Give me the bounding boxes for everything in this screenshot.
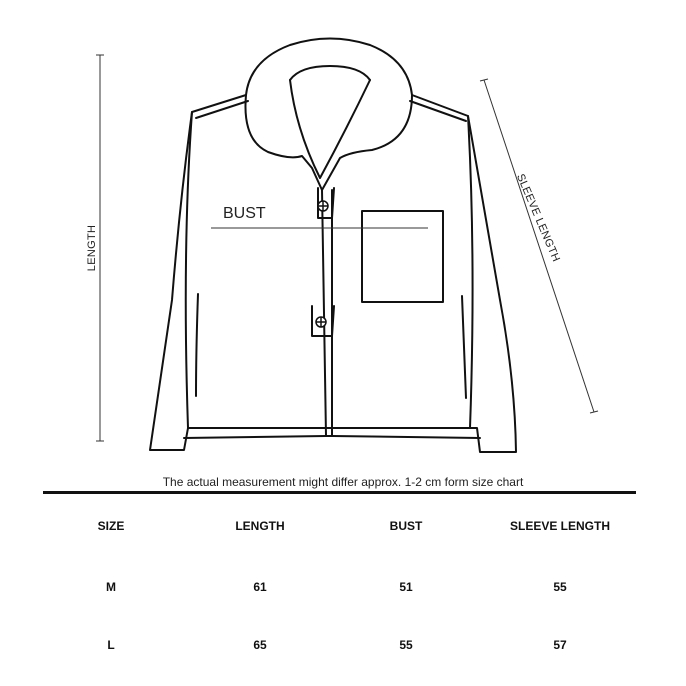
right-welt-pocket	[461, 295, 467, 399]
length-dimension-label: LENGTH	[86, 224, 98, 272]
row-l-size: L	[107, 638, 115, 652]
row-l-sleeve-length: 57	[553, 638, 567, 652]
collar-left-lapel	[244, 94, 323, 191]
row-m-length: 61	[253, 580, 267, 594]
left-shoulder-seam	[195, 100, 249, 119]
row-m-sleeve-length: 55	[553, 580, 567, 594]
header-bust: BUST	[389, 519, 423, 533]
header-length: LENGTH	[235, 519, 285, 533]
row-l-length: 65	[253, 638, 267, 652]
header-size: SIZE	[97, 519, 125, 533]
measurement-note: The actual measurement might differ appr…	[162, 475, 524, 489]
bust-dimension-label: BUST	[223, 205, 266, 222]
sleeve-measure-line	[479, 78, 599, 414]
left-armhole-seam	[184, 111, 193, 429]
divider	[43, 491, 636, 494]
row-l-bust: 55	[399, 638, 413, 652]
button-tab-top	[317, 187, 335, 219]
hem-band	[183, 435, 481, 439]
left-welt-pocket	[195, 293, 199, 397]
jacket-diagram	[96, 37, 599, 453]
length-measure-line	[96, 54, 104, 442]
collar-outer	[245, 37, 413, 191]
right-shoulder-seam	[409, 100, 467, 122]
collar-stand	[289, 79, 371, 179]
button-top-icon	[317, 200, 329, 212]
front-placket	[321, 189, 333, 437]
right-armhole-seam	[467, 115, 474, 429]
chest-pocket	[361, 210, 444, 303]
button-bottom-icon	[315, 316, 327, 328]
header-sleeve-length: SLEEVE LENGTH	[509, 519, 610, 533]
button-tab-bottom	[311, 305, 335, 337]
row-m-bust: 51	[399, 580, 413, 594]
collar-inner	[289, 65, 371, 81]
row-m-size: M	[106, 580, 116, 594]
